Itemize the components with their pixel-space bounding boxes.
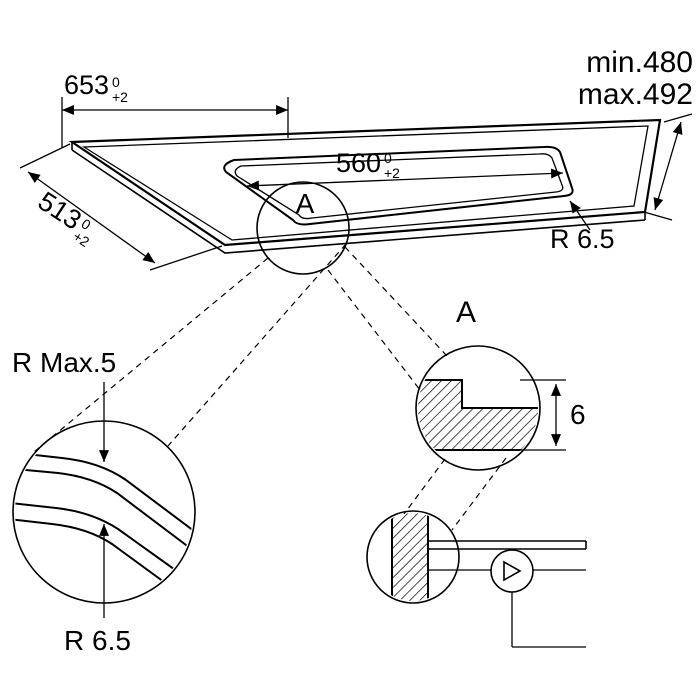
cutout-outline bbox=[223, 145, 574, 226]
dim-width-tol-top: 0 bbox=[112, 74, 120, 90]
dim-cutout-tol-bottom: +2 bbox=[384, 165, 400, 181]
edge-curve-outer bbox=[15, 451, 193, 535]
projection-line bbox=[327, 269, 421, 391]
radius-max-label: R Max.5 bbox=[12, 347, 116, 378]
dim-depth-tol-bottom: +2 bbox=[70, 228, 92, 250]
cutout-inner-line bbox=[234, 153, 564, 220]
extension-line bbox=[663, 113, 693, 123]
detail-circle bbox=[415, 345, 541, 471]
projection-line bbox=[167, 243, 347, 447]
hob-frame-line bbox=[81, 125, 649, 241]
projection-line bbox=[344, 246, 448, 357]
dim-cutout-label: 560 bbox=[336, 148, 381, 178]
dim-max-label: max.492 bbox=[578, 78, 693, 111]
section-detail-a: A 6 bbox=[415, 296, 586, 471]
cutout-radius-label: R 6.5 bbox=[550, 224, 615, 254]
dimension-line-right bbox=[653, 121, 683, 211]
dim-width-label: 653 bbox=[64, 70, 109, 100]
corner-radius-detail-content bbox=[15, 451, 193, 599]
thickness-label: 6 bbox=[570, 399, 586, 430]
dimension-line-cutout bbox=[246, 168, 564, 191]
projection-line bbox=[403, 458, 446, 515]
top-view: 653 0 +2 513 0 +2 560 0 +2 min.480 max.4… bbox=[19, 46, 693, 275]
clamp-triangle-icon bbox=[503, 560, 522, 582]
detail-a-marker-label: A bbox=[296, 188, 315, 219]
dim-depth-label-group: 513 0 +2 bbox=[33, 186, 94, 250]
projection-line bbox=[33, 257, 269, 453]
dim-width-tol-bottom: +2 bbox=[112, 89, 128, 105]
corner-radius-detail: R Max.5 R 6.5 bbox=[12, 347, 196, 656]
detail-circle bbox=[366, 510, 460, 604]
projection-lines bbox=[33, 243, 507, 531]
dim-min-label: min.480 bbox=[586, 46, 693, 79]
mounting-detail bbox=[366, 510, 587, 648]
edge-curve-inner bbox=[15, 467, 191, 549]
detail-a-title: A bbox=[456, 296, 476, 329]
clamp-marker-circle bbox=[490, 549, 534, 593]
dim-cutout-tol-top: 0 bbox=[384, 150, 392, 166]
section-content bbox=[418, 379, 538, 451]
radius-label: R 6.5 bbox=[64, 625, 131, 656]
mounting-content bbox=[391, 513, 429, 601]
dimension-line-depth bbox=[27, 171, 156, 264]
projection-line bbox=[451, 457, 507, 531]
extension-line bbox=[643, 211, 673, 221]
worktop-section-hatch bbox=[391, 513, 429, 601]
detail-circle-a-marker bbox=[256, 181, 350, 275]
radius-leader-line bbox=[569, 200, 591, 231]
worktop-section-hatch bbox=[418, 379, 538, 451]
extension-line bbox=[19, 143, 71, 169]
extension-line bbox=[149, 245, 223, 271]
cutout-edge-curve-inner bbox=[15, 517, 187, 599]
cutout-edge-curve-outer bbox=[15, 501, 193, 583]
